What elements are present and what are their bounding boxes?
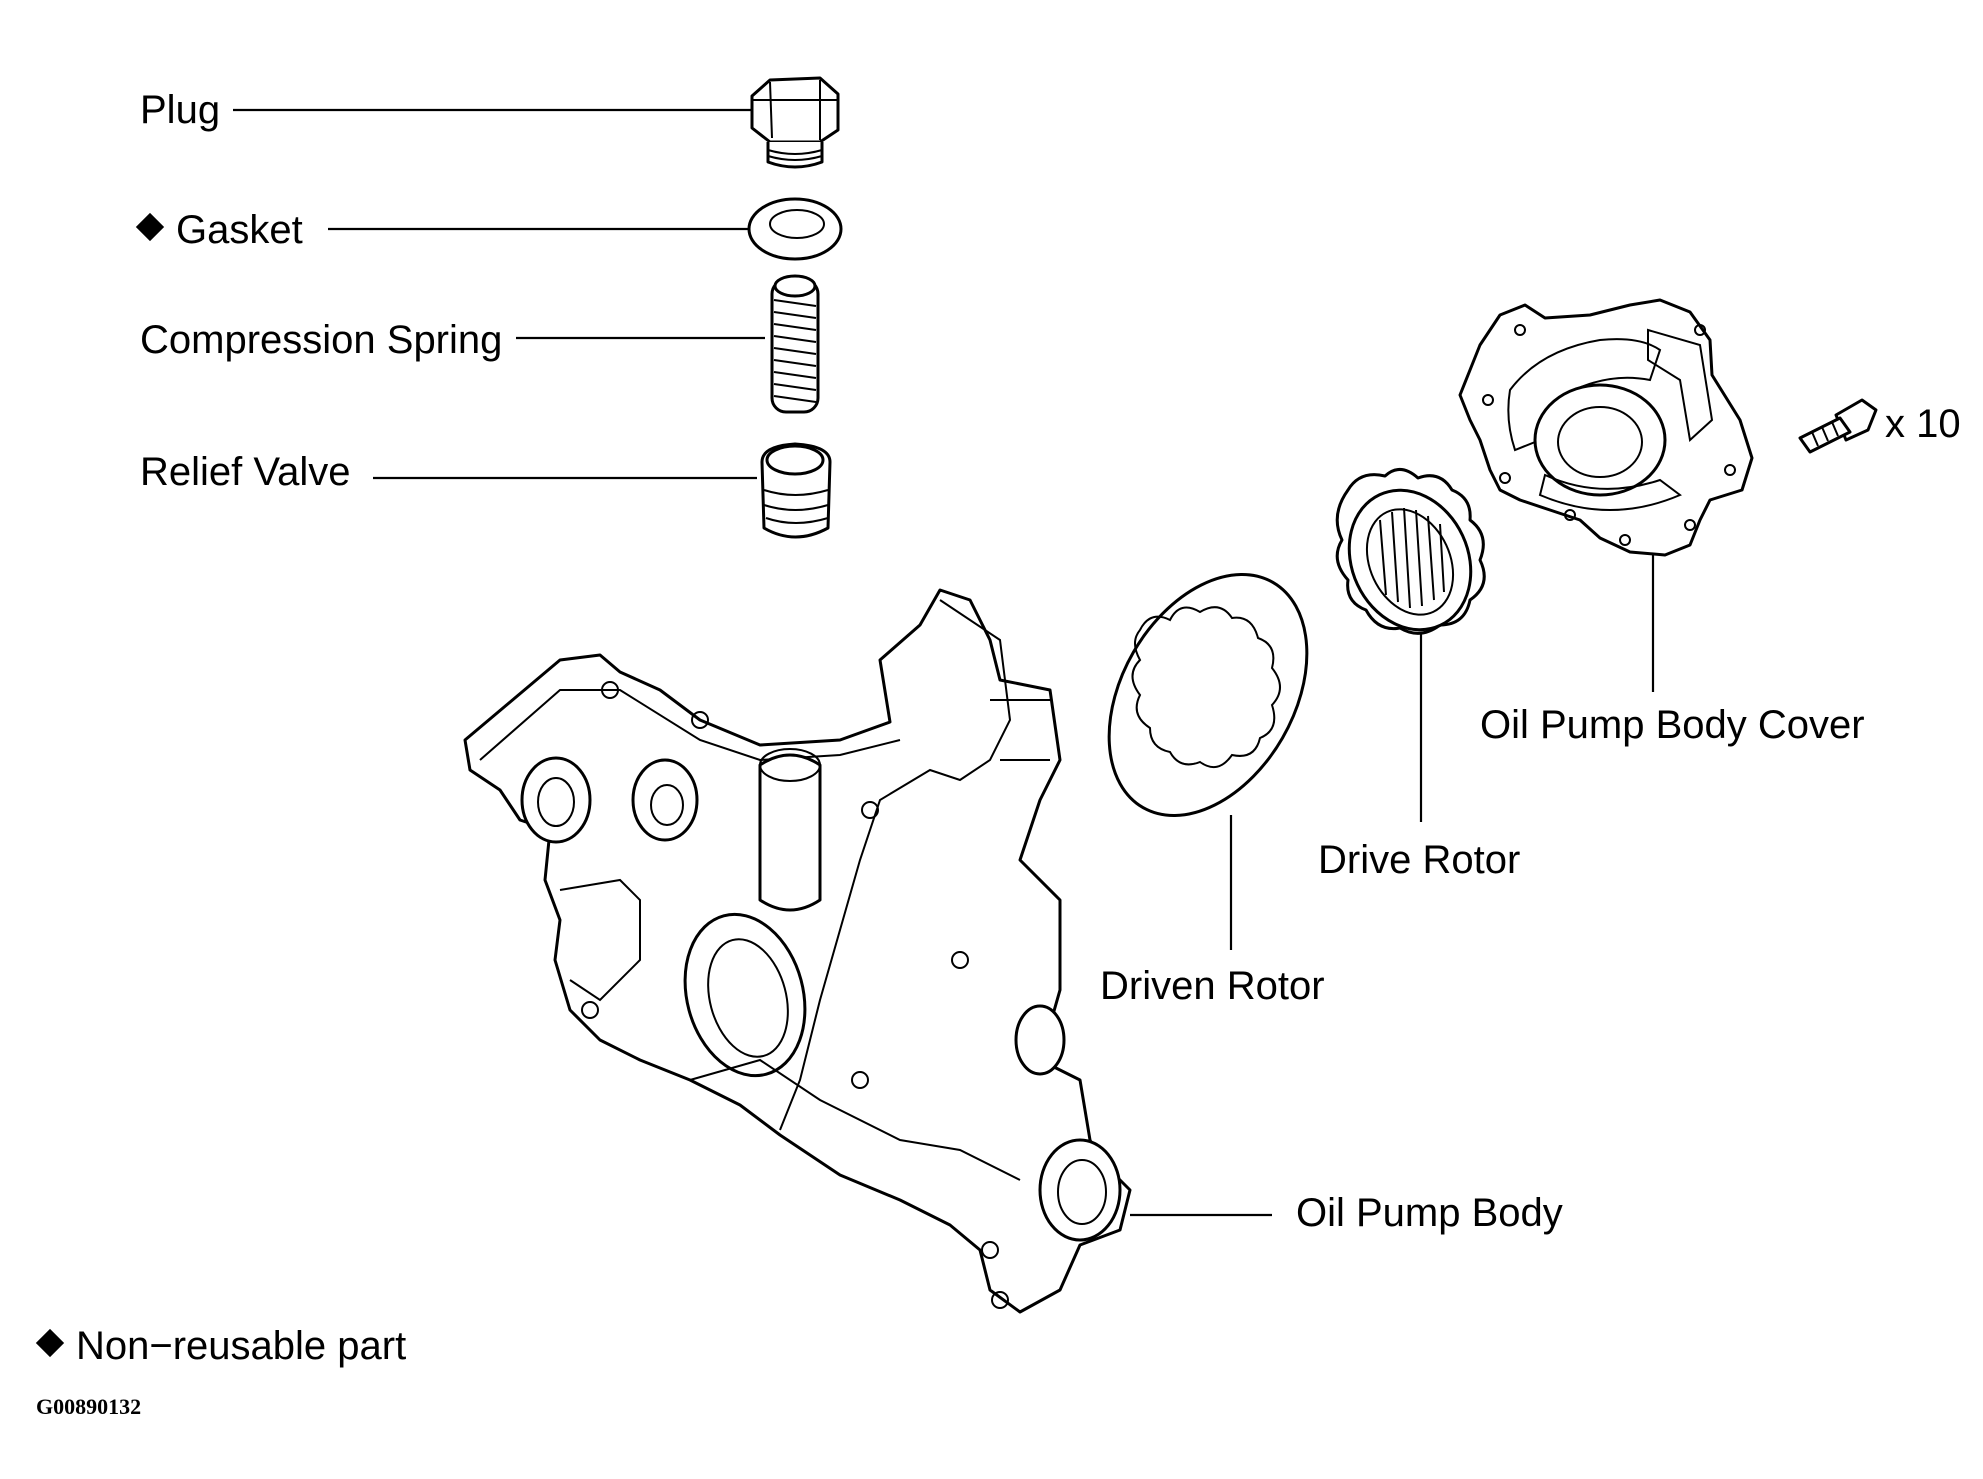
drive-rotor-label: Drive Rotor bbox=[1318, 838, 1521, 882]
non-reusable-diamond-icon bbox=[135, 212, 165, 242]
plug-part bbox=[750, 76, 840, 169]
relief-valve-part bbox=[760, 442, 832, 539]
gasket-label-text: Gasket bbox=[176, 208, 303, 252]
compression-spring-label: Compression Spring bbox=[140, 318, 503, 362]
driven-rotor-part bbox=[1107, 572, 1309, 818]
legend-text: Non−reusable part bbox=[76, 1324, 407, 1368]
drive-rotor-part bbox=[1335, 468, 1486, 635]
compression-spring-part bbox=[770, 274, 820, 414]
oil-pump-body-cover-label: Oil Pump Body Cover bbox=[1480, 703, 1865, 747]
driven-rotor-label: Driven Rotor bbox=[1100, 964, 1325, 1008]
gasket-label: Gasket bbox=[135, 208, 303, 252]
bolt-count-label: x 10 bbox=[1885, 402, 1961, 446]
relief-valve-label: Relief Valve bbox=[140, 450, 351, 494]
bolt-part bbox=[1798, 398, 1878, 454]
legend: Non−reusable part bbox=[35, 1324, 407, 1368]
oil-pump-body-part bbox=[463, 588, 1132, 1314]
legend-diamond-icon bbox=[35, 1328, 65, 1358]
oil-pump-body-cover-part bbox=[1458, 298, 1754, 557]
gasket-part bbox=[747, 197, 843, 261]
figure-code: G00890132 bbox=[36, 1394, 142, 1419]
plug-label: Plug bbox=[140, 88, 221, 132]
oil-pump-body-label: Oil Pump Body bbox=[1296, 1191, 1563, 1235]
